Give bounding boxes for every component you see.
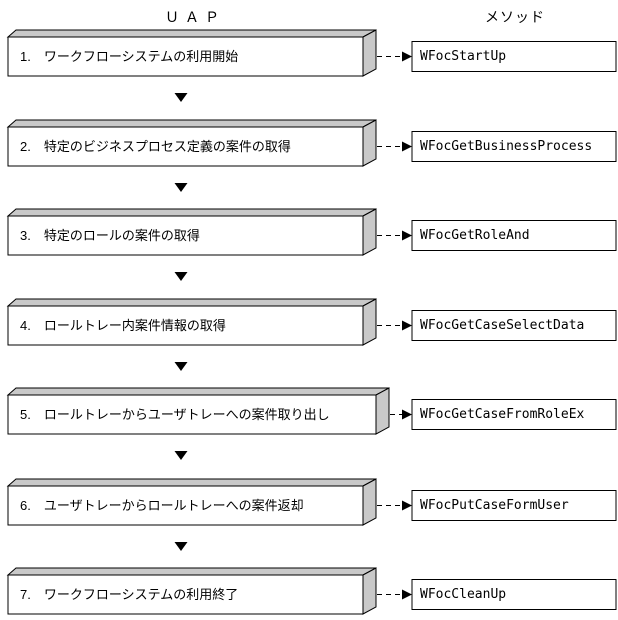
step-number: 6.: [20, 498, 31, 513]
box-3d-side: [362, 119, 377, 167]
uap-column-header: ＵＡＰ: [165, 9, 225, 25]
down-triangle-icon: [174, 362, 188, 371]
step-number: 1.: [20, 49, 31, 64]
arrowhead-icon: [402, 230, 412, 241]
box-3d-top: [6, 567, 377, 576]
arrowhead-icon: [402, 589, 412, 600]
method-box: [411, 41, 617, 72]
arrowhead-icon: [402, 320, 412, 331]
method-box: [411, 579, 617, 610]
uap-step-box-text: 2. 特定のビジネスプロセス定義の案件の取得: [20, 139, 291, 155]
step-number: 3.: [20, 228, 31, 243]
method-name: WFocGetCaseFromRoleEx: [420, 406, 585, 422]
step-label: ロールトレーからユーザトレーへの案件取り出し: [43, 407, 330, 422]
method-box: [411, 399, 617, 430]
uap-step-box-text: 6. ユーザトレーからロールトレーへの案件返却: [20, 498, 304, 514]
uap-step-box-text: 5. ロールトレーからユーザトレーへの案件取り出し: [20, 407, 330, 423]
uap-step-box: [7, 394, 377, 435]
step-number: 2.: [20, 139, 31, 154]
uap-step-box: [7, 485, 364, 526]
box-3d-top: [6, 208, 377, 217]
method-box: [411, 490, 617, 521]
method-name: WFocPutCaseFormUser: [420, 497, 569, 513]
box-3d-top: [6, 29, 377, 38]
uap-step-box: [7, 574, 364, 615]
down-triangle-icon: [174, 272, 188, 281]
box-3d-side: [375, 387, 390, 435]
box-3d-top: [6, 478, 377, 487]
method-name: WFocCleanUp: [420, 586, 507, 602]
box-3d-top: [6, 298, 377, 307]
step-label: ユーザトレーからロールトレーへの案件返却: [43, 498, 304, 513]
uap-step-box: [7, 36, 364, 77]
method-box: [411, 310, 617, 341]
box-3d-side: [362, 298, 377, 346]
method-name: WFocGetBusinessProcess: [420, 138, 593, 154]
box-3d-side: [362, 208, 377, 256]
arrowhead-icon: [402, 51, 412, 62]
uap-step-box: [7, 305, 364, 346]
arrowhead-icon: [402, 141, 412, 152]
box-3d-side: [362, 29, 377, 77]
step-number: 7.: [20, 587, 31, 602]
step-label: ワークフローシステムの利用開始: [43, 49, 239, 64]
uap-step-box-text: 7. ワークフローシステムの利用終了: [20, 587, 238, 603]
step-label: ワークフローシステムの利用終了: [43, 587, 239, 602]
box-3d-top: [6, 119, 377, 128]
step-label: ロールトレー内案件情報の取得: [43, 318, 226, 333]
method-name: WFocGetRoleAnd: [420, 227, 530, 243]
method-box: [411, 131, 617, 162]
arrowhead-icon: [402, 409, 412, 420]
down-triangle-icon: [174, 93, 188, 102]
box-3d-side: [362, 478, 377, 526]
method-column-header: メソッド: [485, 9, 545, 25]
down-triangle-icon: [174, 451, 188, 460]
box-3d-top: [6, 387, 390, 396]
uap-step-box-text: 1. ワークフローシステムの利用開始: [20, 49, 238, 65]
method-name: WFocGetCaseSelectData: [420, 317, 585, 333]
uap-step-box-text: 4. ロールトレー内案件情報の取得: [20, 318, 226, 334]
uap-step-box-text: 3. 特定のロールの案件の取得: [20, 228, 200, 244]
uap-step-box: [7, 215, 364, 256]
method-box: [411, 220, 617, 251]
step-label: 特定のビジネスプロセス定義の案件の取得: [43, 139, 291, 154]
step-number: 4.: [20, 318, 31, 333]
method-name: WFocStartUp: [420, 48, 507, 64]
box-3d-side: [362, 567, 377, 615]
step-number: 5.: [20, 407, 31, 422]
down-triangle-icon: [174, 183, 188, 192]
step-label: 特定のロールの案件の取得: [43, 228, 200, 243]
uap-step-box: [7, 126, 364, 167]
arrowhead-icon: [402, 500, 412, 511]
down-triangle-icon: [174, 542, 188, 551]
